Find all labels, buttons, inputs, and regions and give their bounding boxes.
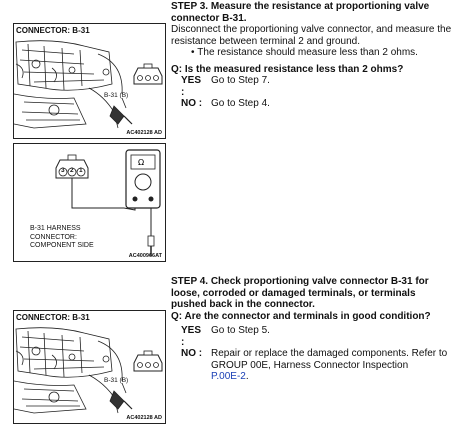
svg-text:Ω: Ω	[138, 158, 144, 167]
step-4-heading-line1: STEP 4. Check proportioning valve connec…	[171, 276, 429, 287]
figure-callout: B-31 (B)	[104, 377, 129, 384]
step-3-heading-line2: connector B-31.	[171, 12, 247, 24]
step-3-bullet: • The resistance should measure less tha…	[191, 47, 418, 58]
resistance-measurement-illustration: Ω	[55, 149, 161, 256]
pin-label-2: 2	[70, 167, 74, 174]
figure-title: CONNECTOR: B-31	[16, 313, 90, 322]
multimeter-figure: Ω 3 2 1 B-31 HARNESS CONNECTOR: COMPONEN…	[13, 143, 166, 262]
step-4-heading-line2: loose, corroded or damaged terminals, or…	[171, 287, 416, 299]
multimeter-icon: Ω	[125, 149, 161, 209]
pin-label-1: 1	[79, 167, 83, 174]
yes-key: YES :	[181, 75, 202, 98]
connector-figure-bottom: CONNECTOR: B-31 B-31 (B) AC402128 AD	[13, 310, 166, 424]
step-4-yes-row: YES : Go to Step 5.	[171, 325, 453, 348]
step-3-section: STEP 3. Measure the resistance at propor…	[171, 1, 453, 110]
yes-text: Go to Step 7.	[211, 75, 270, 86]
step-3-question: Q: Is the measured resistance less than …	[171, 63, 404, 75]
step-3-no-row: NO : Go to Step 4.	[171, 98, 453, 110]
figure-code: AC402128 AD	[126, 415, 162, 421]
connector-figure-top: CONNECTOR: B-31 B-31 (B) AC402128 AD	[13, 23, 166, 139]
no-key: NO :	[181, 98, 203, 109]
figure-title: CONNECTOR: B-31	[16, 26, 90, 35]
yes-key: YES :	[181, 325, 202, 348]
no-key: NO :	[181, 348, 203, 359]
step-3-body-line1: Disconnect the proportioning valve conne…	[171, 24, 452, 35]
figure-code: AC402128 AD	[126, 130, 162, 136]
step-4-question: Q: Are the connector and terminals in go…	[171, 310, 431, 322]
step-3-heading-line1: STEP 3. Measure the resistance at propor…	[171, 1, 430, 12]
harness-caption: B-31 HARNESS CONNECTOR: COMPONENT SIDE	[30, 225, 94, 249]
step-3-yes-row: YES : Go to Step 7.	[171, 75, 453, 98]
reference-link[interactable]: P.00E-2	[211, 371, 246, 382]
connector-face-icon	[133, 63, 163, 85]
no-text: Go to Step 4.	[211, 98, 270, 109]
step-4-no-row: NO : Repair or replace the damaged compo…	[171, 348, 453, 383]
step-4-section: STEP 4. Check proportioning valve connec…	[171, 276, 453, 383]
no-text: Repair or replace the damaged components…	[211, 348, 448, 382]
step-4-heading-line3: pushed back in the connector.	[171, 299, 315, 310]
yes-text: Go to Step 5.	[211, 325, 270, 336]
harness-connector-icon	[55, 154, 89, 179]
figure-code: AC400966AT	[128, 253, 162, 259]
figure-callout: B-31 (B)	[104, 92, 129, 99]
engine-bay-illustration	[14, 40, 163, 129]
pin-label-3: 3	[61, 167, 65, 174]
ground-probe-icon	[147, 235, 155, 256]
connector-face-icon	[133, 350, 163, 372]
step-3-body-line2: resistance between terminal 2 and ground…	[171, 35, 361, 47]
engine-bay-illustration	[14, 327, 163, 414]
